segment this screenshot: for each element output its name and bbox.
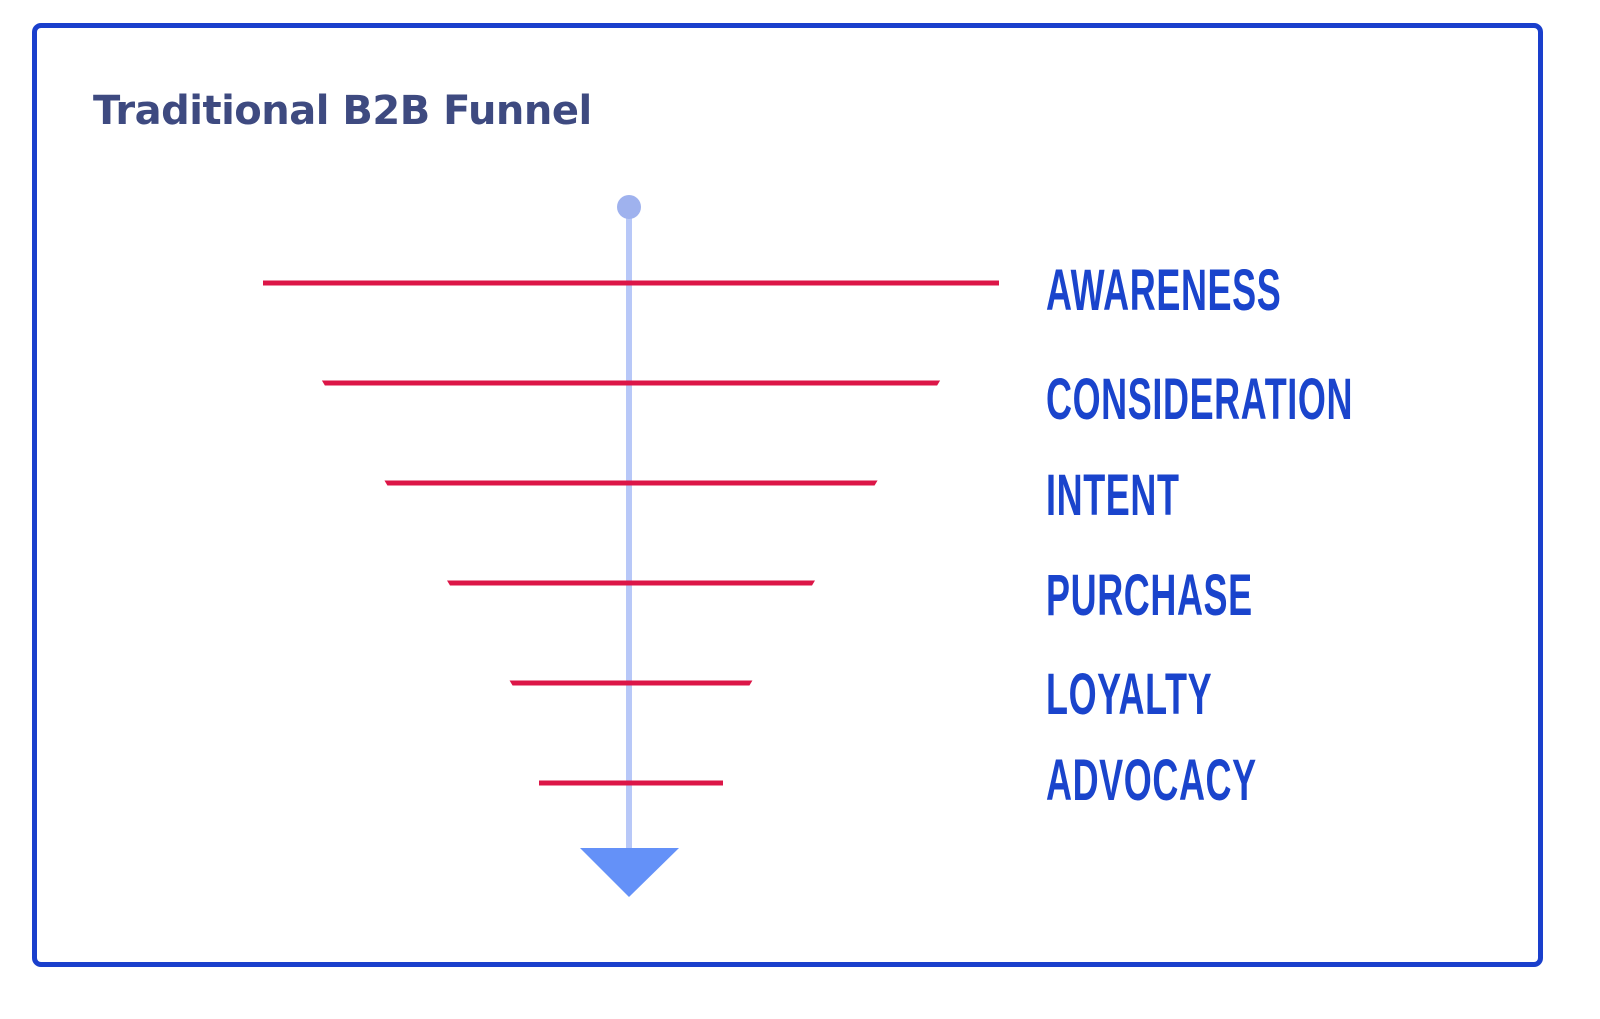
stage-line-intent <box>384 480 878 486</box>
stage-line-consideration <box>321 380 941 386</box>
stage-label-advocacy: ADVOCACY <box>1046 748 1257 813</box>
diagram-frame <box>32 23 1543 967</box>
start-dot-icon <box>617 195 641 219</box>
stage-line-advocacy <box>539 780 723 786</box>
stage-label-awareness: AWARENESS <box>1046 258 1282 323</box>
arrow-down-icon <box>580 848 679 897</box>
stage-label-intent: INTENT <box>1046 463 1180 528</box>
stage-label-loyalty: LOYALTY <box>1046 662 1213 727</box>
stage-line-loyalty <box>509 680 753 686</box>
stage-line-purchase <box>447 580 815 586</box>
diagram-title: Traditional B2B Funnel <box>93 88 592 134</box>
stage-line-awareness <box>263 280 999 286</box>
stage-label-consideration: CONSIDERATION <box>1046 367 1354 432</box>
stage-label-purchase: PURCHASE <box>1046 563 1253 628</box>
